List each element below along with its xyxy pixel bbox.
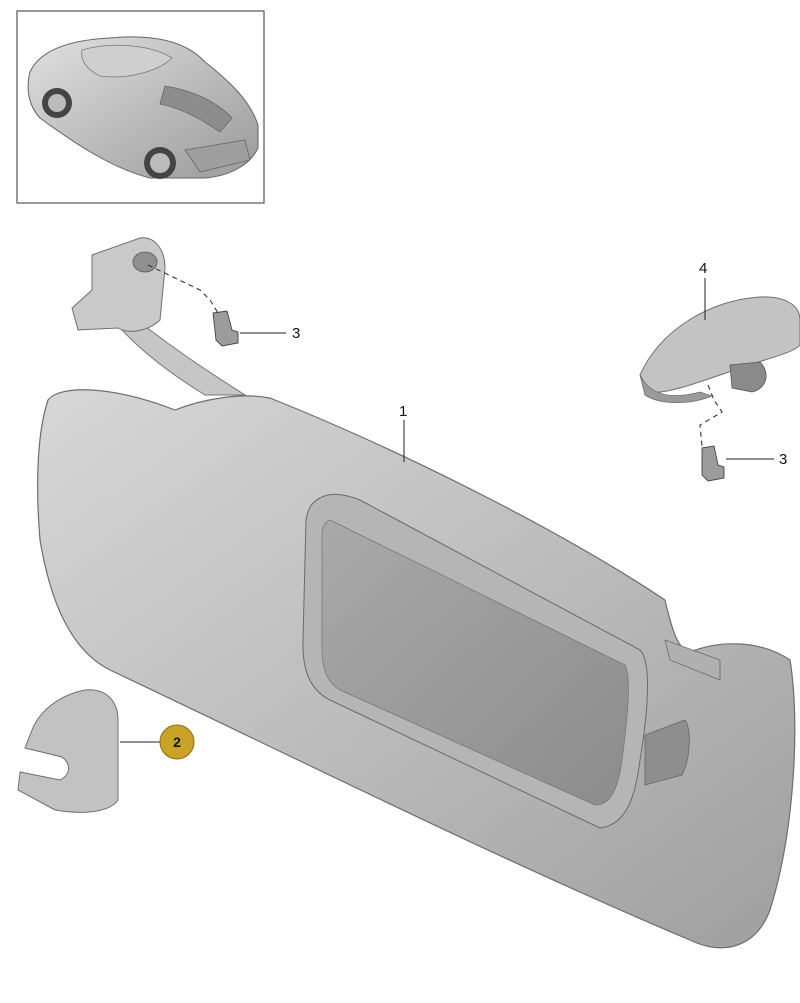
sun-visor-part-1 [37,237,796,949]
callout-2: 2 [173,734,181,750]
callout-1: 1 [399,403,407,420]
car-thumbnail-icon [27,36,259,179]
screw-part-3-right [701,445,725,482]
rear-view-mirror-part-4 [639,296,800,403]
callout-4: 4 [699,260,707,277]
callout-3-left: 3 [292,325,300,342]
callout-badge-2[interactable]: 2 [159,724,195,760]
assembly-line-left [147,264,219,314]
hook-clip-part-2 [17,689,119,813]
assembly-line-right [699,384,723,447]
screw-part-3-left [212,310,239,347]
callout-3-right: 3 [779,451,787,468]
car-thumbnail [16,10,265,204]
